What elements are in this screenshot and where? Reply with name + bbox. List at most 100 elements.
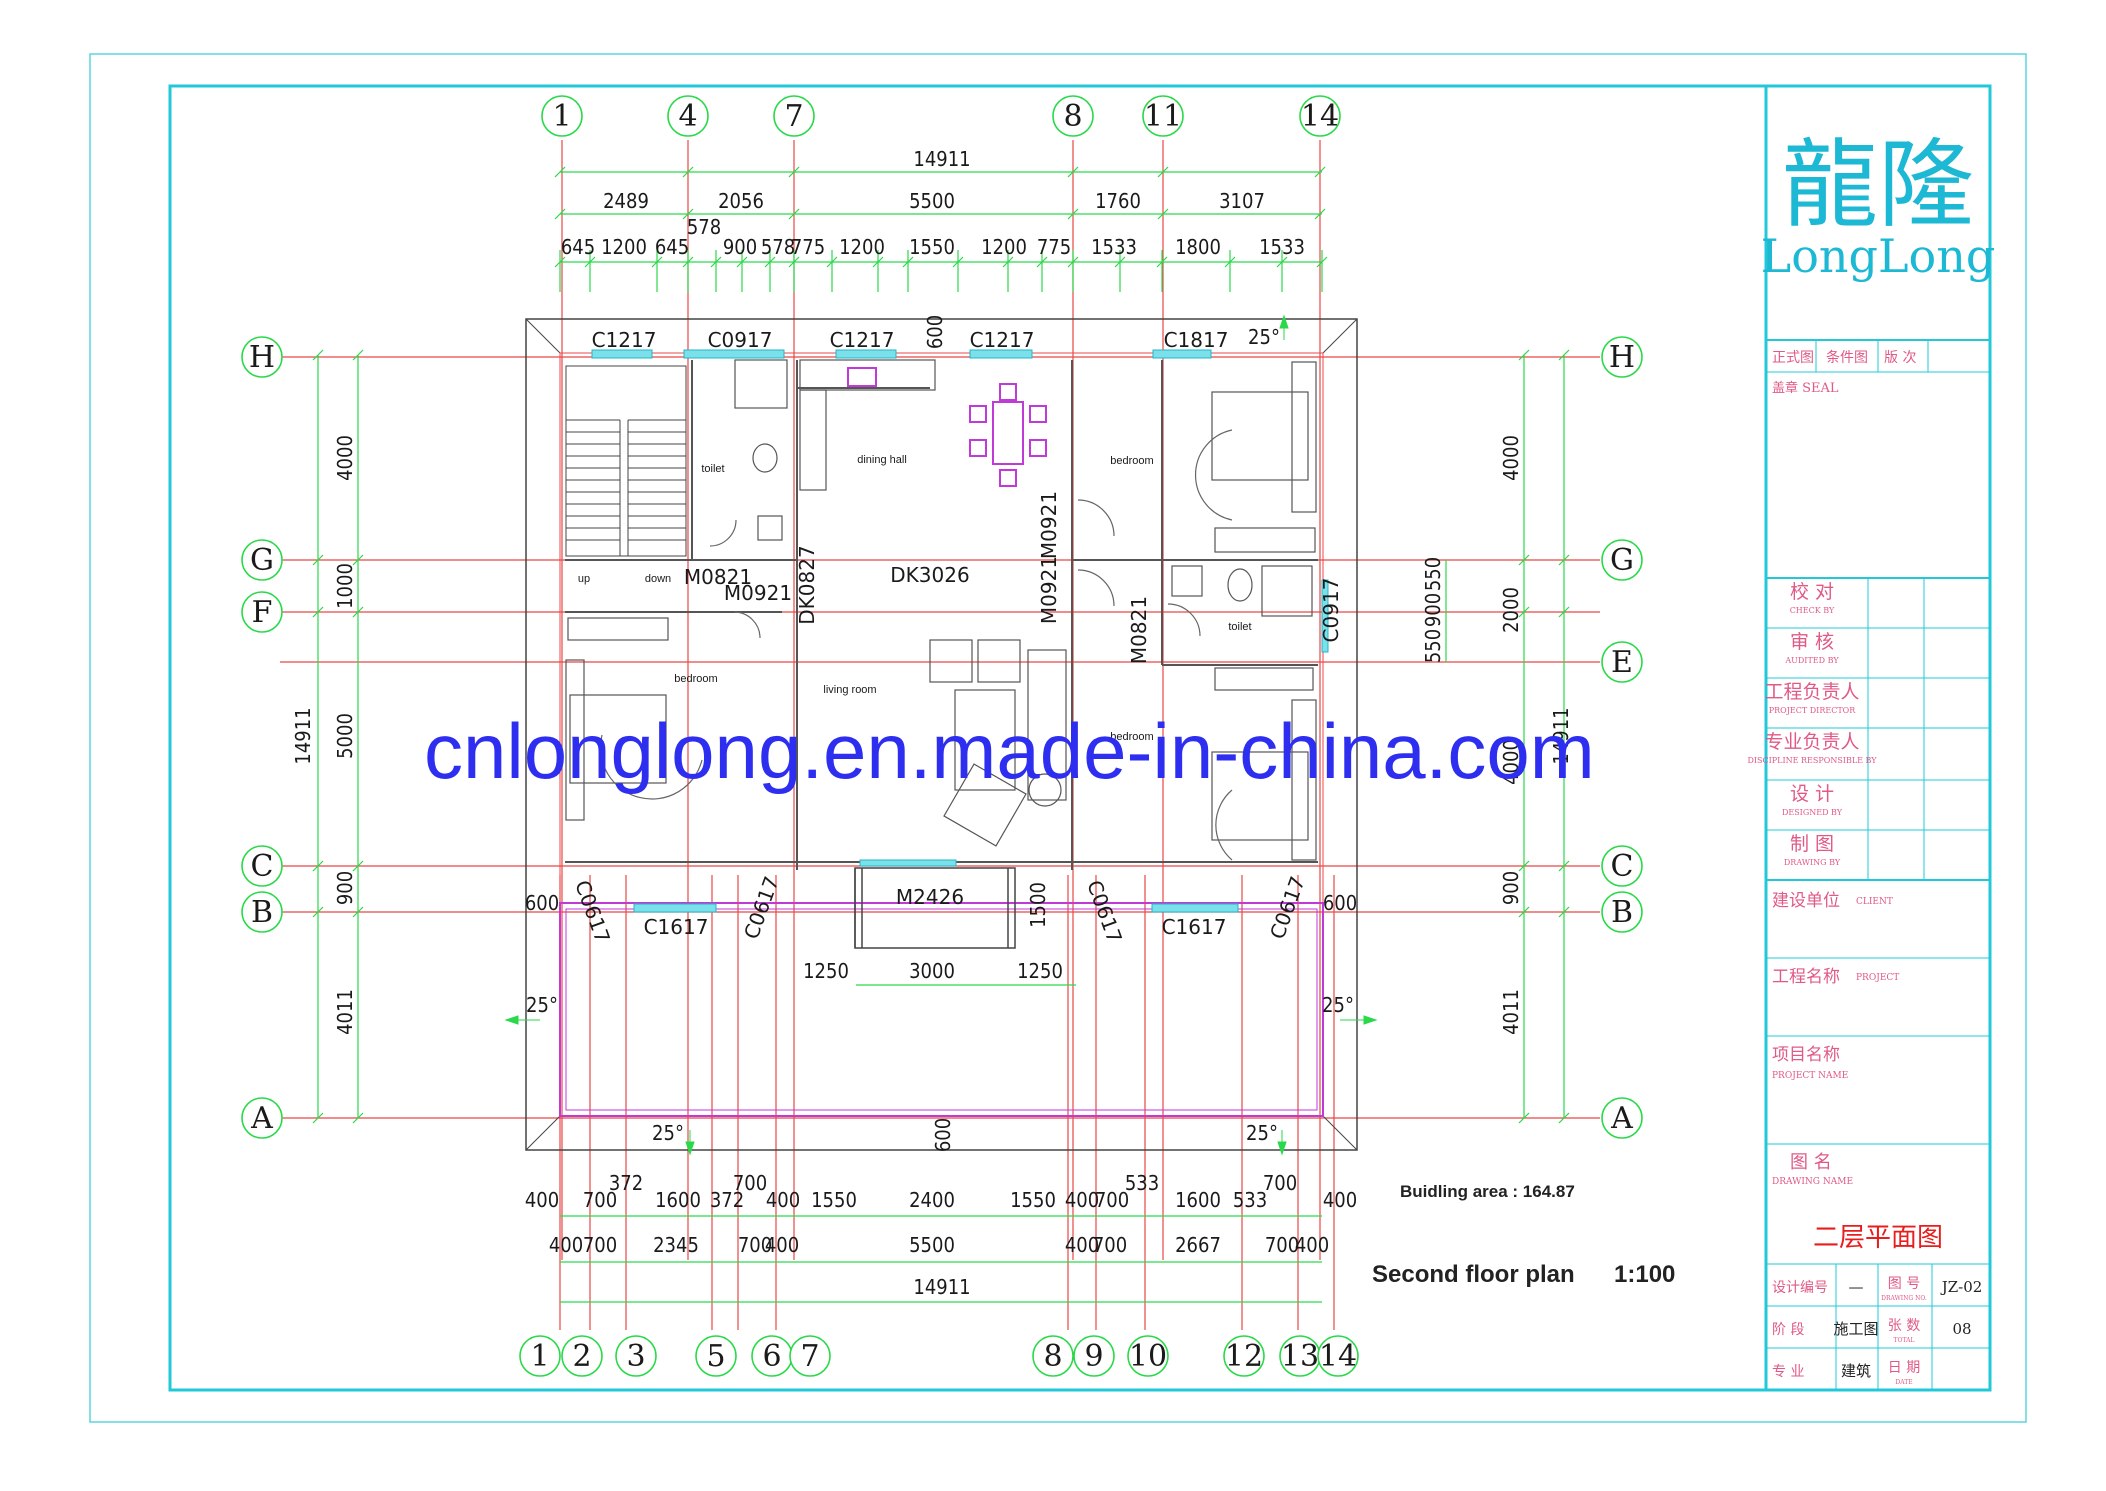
dimension-value: 578: [687, 215, 721, 239]
dimension-value: 2345: [653, 1233, 699, 1257]
dimension-value: 700: [1263, 1171, 1297, 1195]
shower-icon: [734, 359, 788, 409]
axis-bubble-left-C: C: [241, 845, 283, 887]
room-label: down: [645, 573, 671, 585]
axis-label: 1: [530, 1339, 549, 1374]
axis-label: 8: [1043, 1339, 1062, 1374]
furniture: [565, 359, 1317, 861]
role-label-en: DRAWING BY: [1784, 858, 1841, 867]
role-label-en: AUDITED BY: [1784, 656, 1839, 665]
door-code: M0921: [1037, 491, 1061, 559]
client-label-en: CLIENT: [1856, 897, 1893, 907]
room-label: bedroom: [1110, 731, 1153, 743]
dimension-value: 1550: [909, 235, 955, 259]
dimension-value: 700: [1265, 1233, 1299, 1257]
room-label: toilet: [1228, 621, 1251, 633]
dimension-value: 1800: [1175, 235, 1221, 259]
plan-scale: 1:100: [1614, 1261, 1675, 1288]
sofa-icon: [929, 639, 973, 683]
bed-icon: [1211, 391, 1309, 481]
dimension-value: 4000: [333, 435, 357, 481]
slope-label: 25°: [1246, 1121, 1278, 1145]
seal-label: 盖章 SEAL: [1772, 380, 1839, 396]
title-row-key-en: DATE: [1895, 1379, 1912, 1386]
axis-bubble-right-H: H: [1601, 336, 1643, 378]
axis-label: 9: [1084, 1339, 1103, 1374]
dining-table-icon: [992, 401, 1024, 465]
title-row-key: 专 业: [1772, 1364, 1804, 1380]
title-row-key-en: TOTAL: [1894, 1337, 1915, 1344]
axis-label: 14: [1301, 99, 1339, 134]
axis-label: H: [1609, 340, 1635, 375]
building-area: Buidling area : 164.87: [1400, 1182, 1575, 1201]
window-code: C0617: [1265, 873, 1310, 942]
axis-label: 7: [784, 99, 803, 134]
dimension-value: 533: [1233, 1188, 1267, 1212]
project-label: 工程名称: [1772, 967, 1840, 987]
axis-bubble-bottom-3: 3: [615, 1335, 657, 1377]
kitchen-counter: [799, 359, 936, 391]
dimension-value: 400: [766, 1188, 800, 1212]
dimension-value: 3000: [909, 959, 955, 983]
axis-bubble-bottom-14: 14: [1317, 1335, 1359, 1377]
window-code: C1217: [970, 328, 1035, 352]
role-label: 工程负责人: [1764, 681, 1859, 703]
axis-bubble-right-E: E: [1601, 641, 1643, 683]
dimension-total-left: 14911: [291, 707, 315, 764]
role-label-en: PROJECT DIRECTOR: [1769, 706, 1856, 715]
axis-bubble-top-1: 1: [541, 95, 583, 137]
dimension-value: 775: [1037, 235, 1071, 259]
window-code: C0617: [739, 873, 784, 942]
dimension-value: 1200: [839, 235, 885, 259]
axis-label: 11: [1144, 99, 1182, 134]
dimension-value: 2489: [603, 189, 649, 213]
role-label: 校 对: [1790, 581, 1834, 603]
axis-bubble-bottom-13: 13: [1279, 1335, 1321, 1377]
toilet-fixture-icon: [752, 443, 778, 473]
axis-bubble-bottom-5: 5: [695, 1335, 737, 1377]
dimension-value: 700: [733, 1171, 767, 1195]
door-code: M0921: [724, 581, 792, 605]
dimension-value: 900: [1421, 593, 1445, 627]
axis-label: F: [252, 595, 273, 630]
building-outline: [525, 318, 1358, 1151]
axis-label: 8: [1063, 99, 1082, 134]
shower-icon: [1261, 565, 1313, 617]
room-label: bedroom: [1110, 455, 1153, 467]
axis-label: H: [249, 340, 275, 375]
drawing-name-label-en: DRAWING NAME: [1772, 1177, 1853, 1187]
door-code: M0921: [1037, 556, 1061, 624]
title-row-key: 图 号: [1888, 1276, 1920, 1292]
dimension-value: 400: [1323, 1188, 1357, 1212]
axis-bubble-right-C: C: [1601, 845, 1643, 887]
dimension-value: 5500: [909, 189, 955, 213]
title-row-value: 08: [1952, 1320, 1971, 1338]
window-code: C1617: [1162, 915, 1227, 939]
title-row-key: 设计编号: [1772, 1280, 1828, 1296]
dimension-value: 1550: [1010, 1188, 1056, 1212]
axis-bubble-bottom-7: 7: [789, 1335, 831, 1377]
watermark: cnlonglong.en.made-in-china.com: [424, 707, 1595, 795]
axis-label: 6: [762, 1339, 781, 1374]
bed-icon: [1211, 751, 1309, 841]
dimension-value: 550: [1421, 629, 1445, 663]
axis-bubble-left-G: G: [241, 539, 283, 581]
axis-bubble-right-G: G: [1601, 539, 1643, 581]
title-block-text: 正式图条件图版 次盖章 SEAL校 对CHECK BY审 核AUDITED BY…: [1747, 349, 1982, 1386]
room-label: toilet: [701, 463, 724, 475]
dimension-value: 775: [791, 235, 825, 259]
dimension-value: 700: [1095, 1188, 1129, 1212]
dimension-value: 533: [1125, 1171, 1159, 1195]
window-markers: [591, 349, 1329, 913]
dimension-value: 400: [549, 1233, 583, 1257]
dimension-value: 372: [609, 1171, 643, 1195]
room-label: living room: [823, 684, 876, 696]
door-code: DK3026: [890, 563, 969, 587]
slope-label: 25°: [1322, 993, 1354, 1017]
axis-label: C: [251, 849, 274, 884]
dimension-value: 400: [1065, 1188, 1099, 1212]
axis-label: C: [1611, 849, 1634, 884]
dimension-value: 4011: [1499, 989, 1523, 1035]
